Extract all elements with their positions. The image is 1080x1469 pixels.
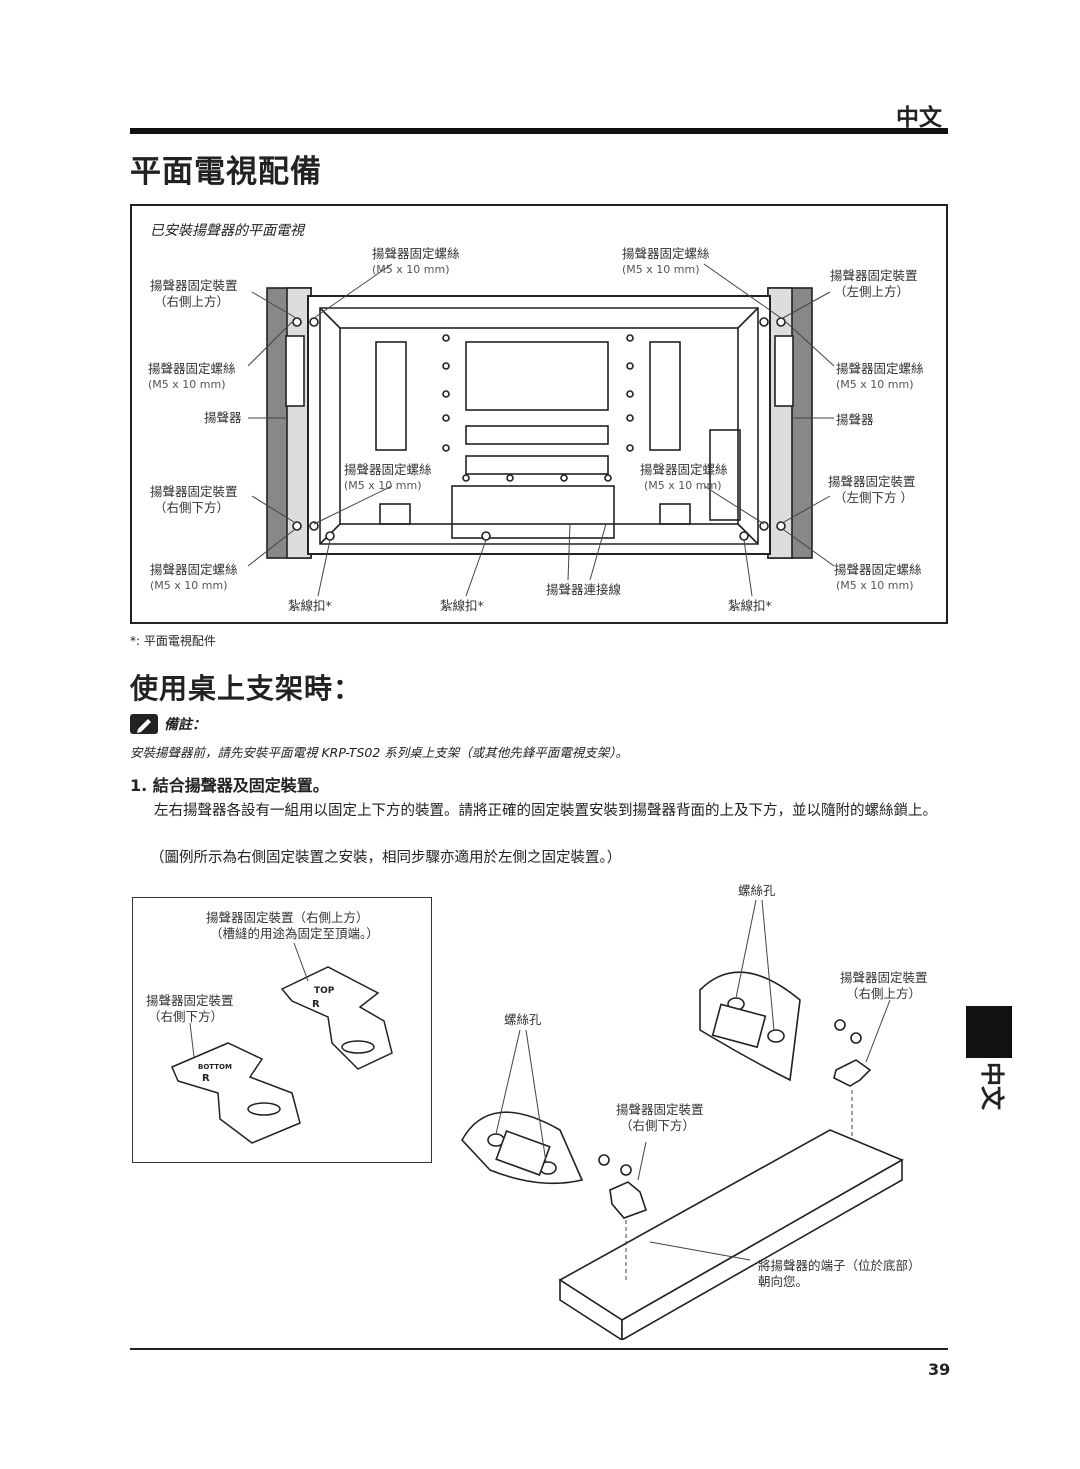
bottom-rule — [130, 1348, 948, 1350]
label-bracket: 揚聲器固定裝置 — [150, 278, 238, 293]
label-bracket: 揚聲器固定裝置 — [150, 484, 238, 499]
label-size: (M5 x 10 mm) — [150, 579, 228, 592]
label-groove-note: （槽縫的用途為固定至頂端。） — [210, 926, 379, 941]
tv-back-illustration — [247, 263, 835, 597]
label-cable-tie: 紮線扣* — [440, 598, 484, 613]
label-size: (M5 x 10 mm) — [148, 378, 226, 391]
note-label: 備註： — [164, 717, 206, 733]
label-position: （右側上方） — [154, 294, 230, 309]
label-size: (M5 x 10 mm) — [622, 263, 700, 276]
step-paragraph: 左右揚聲器各設有一組用以固定上下方的裝置。請將正確的固定裝置安裝到揚聲器背面的上… — [154, 803, 937, 819]
label-screw: 揚聲器固定螺絲 — [834, 562, 922, 577]
label-position: （右側下方） — [620, 1118, 696, 1133]
page-number: 39 — [928, 1360, 951, 1379]
label-screw: 揚聲器固定螺絲 — [372, 246, 460, 261]
label-screw: 揚聲器固定螺絲 — [150, 562, 238, 577]
label-screw: 揚聲器固定螺絲 — [148, 361, 236, 376]
language-side-tab — [966, 1006, 1012, 1058]
label-speaker: 揚聲器 — [204, 410, 242, 425]
label-speaker: 揚聲器 — [836, 412, 874, 427]
r-marking: R — [312, 999, 320, 1010]
label-size: (M5 x 10 mm) — [836, 579, 914, 592]
label-bracket-upper: 揚聲器固定裝置（右側上方） — [206, 910, 369, 925]
label-screw: 揚聲器固定螺絲 — [622, 246, 710, 261]
label-screw: 揚聲器固定螺絲 — [344, 462, 432, 477]
label-size: (M5 x 10 mm) — [372, 263, 450, 276]
label-screw-hole: 螺絲孔 — [738, 883, 776, 898]
section-title: 使用桌上支架時： — [130, 672, 363, 705]
bracket-illustration: TOP R BOTTOM R — [171, 942, 393, 1144]
speaker-assembly-illustration — [461, 899, 904, 1340]
label-size: (M5 x 10 mm) — [644, 479, 722, 492]
label-speaker-cable: 揚聲器連接線 — [546, 582, 622, 597]
label-screw-hole: 螺絲孔 — [504, 1012, 542, 1027]
label-position: （右側下方） — [148, 1009, 224, 1024]
label-position: （左側下方 ） — [834, 490, 913, 505]
label-size: (M5 x 10 mm) — [836, 378, 914, 391]
page-title: 平面電視配備 — [130, 154, 322, 190]
pencil-icon — [130, 714, 158, 734]
footnote: *: 平面電視配件 — [130, 634, 216, 648]
bottom-marking: BOTTOM — [198, 1063, 232, 1071]
language-label: 中文 — [896, 105, 942, 131]
label-bracket-lower: 揚聲器固定裝置 — [616, 1102, 704, 1117]
note-text: 安裝揚聲器前，請先安裝平面電視 KRP-TS02 系列桌上支架（或其他先鋒平面電… — [130, 745, 629, 760]
top-marking: TOP — [314, 986, 335, 996]
tv-diagram-frame — [130, 204, 948, 624]
label-bracket: 揚聲器固定裝置 — [828, 474, 916, 489]
label-size: (M5 x 10 mm) — [344, 479, 422, 492]
label-position: （右側下方） — [154, 500, 230, 515]
label-position: （右側上方） — [846, 986, 922, 1001]
tv-diagram-caption: 已安裝揚聲器的平面電視 — [150, 223, 304, 239]
label-screw: 揚聲器固定螺絲 — [836, 361, 924, 376]
label-cable-tie: 紮線扣* — [288, 598, 332, 613]
bracket-diagram-frame — [132, 897, 432, 1163]
label-terminal-note-2: 朝向您。 — [758, 1274, 809, 1289]
side-tab-label: 中文 — [978, 1062, 1006, 1110]
label-bracket: 揚聲器固定裝置 — [830, 268, 918, 283]
r-marking: R — [202, 1073, 210, 1084]
label-screw: 揚聲器固定螺絲 — [640, 462, 728, 477]
step-heading: 1. 結合揚聲器及固定裝置。 — [130, 776, 329, 795]
label-terminal-note: 將揚聲器的端子（位於底部） — [758, 1258, 921, 1273]
label-bracket-upper: 揚聲器固定裝置 — [840, 970, 928, 985]
top-rule — [130, 128, 948, 134]
step-paragraph-note: （圖例所示為右側固定裝置之安裝，相同步驟亦適用於左側之固定裝置。） — [150, 850, 622, 866]
label-cable-tie: 紮線扣* — [728, 598, 772, 613]
label-position: （左側上方） — [834, 284, 910, 299]
label-bracket-lower: 揚聲器固定裝置 — [146, 993, 234, 1008]
